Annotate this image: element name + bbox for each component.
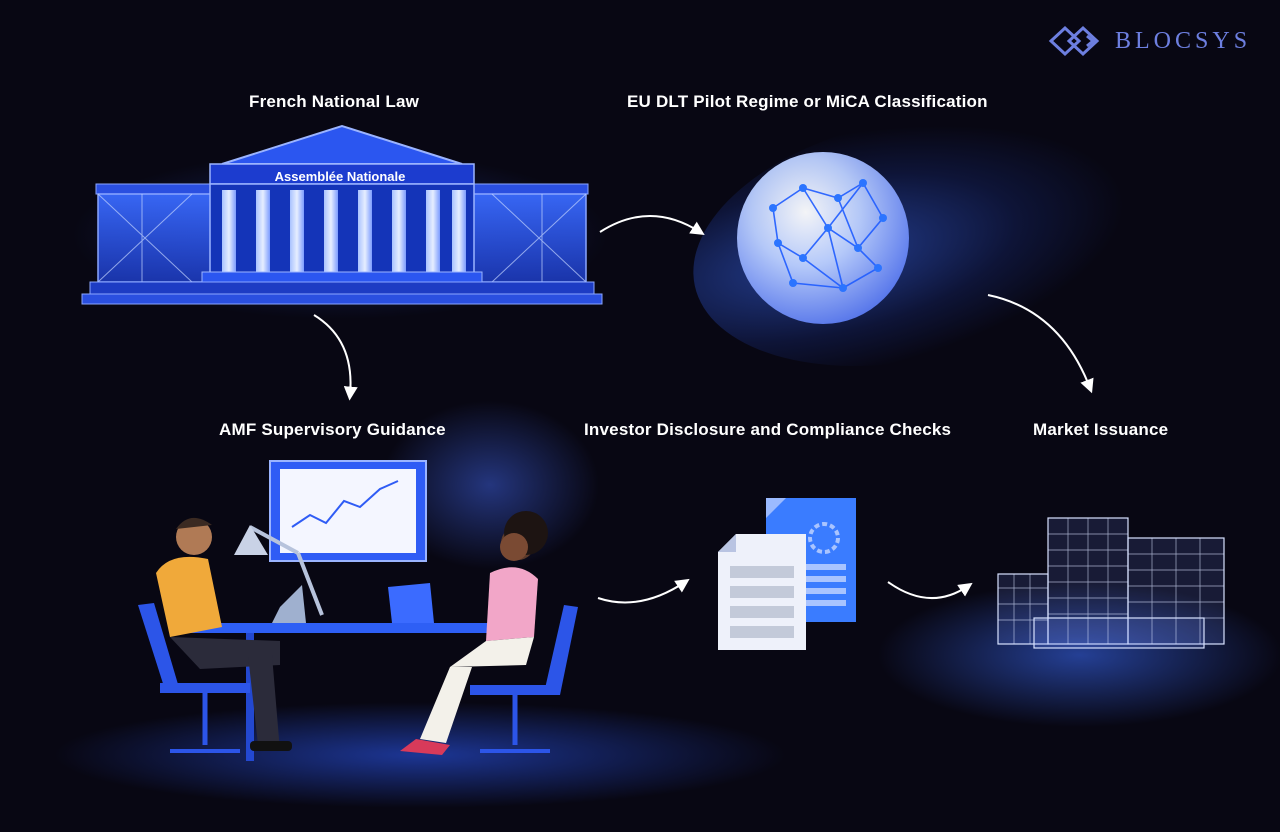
arrow-amf-to-disclosure: [597, 578, 690, 604]
brand-logo: BLOCSYS: [1047, 24, 1251, 58]
step-label-amf-guidance: AMF Supervisory Guidance: [219, 420, 446, 439]
arrow-disclosure-to-market: [887, 581, 973, 599]
step-label-eu-regime: EU DLT Pilot Regime or MiCA Classificati…: [627, 92, 988, 111]
chart-monitor: [269, 460, 427, 562]
arrow-law-to-amf: [313, 314, 358, 401]
network-globe-icon: [737, 152, 909, 324]
diamond-chain-logo-icon: [1048, 25, 1100, 57]
parliament-building-icon: [81, 124, 603, 305]
step-label-investor-disclosure: Investor Disclosure and Compliance Check…: [584, 420, 952, 439]
arrow-law-to-eu: [599, 215, 705, 236]
office-scene-illustration: [138, 460, 578, 761]
documents-icon: [718, 498, 856, 650]
step-label-market-issuance: Market Issuance: [1033, 420, 1169, 439]
arrow-eu-to-market: [987, 294, 1094, 394]
skyscrapers-icon: [997, 517, 1225, 649]
step-label-french-law: French National Law: [249, 92, 420, 111]
building-caption: Assemblée Nationale: [274, 169, 406, 184]
brand-name: BLOCSYS: [1115, 27, 1252, 54]
